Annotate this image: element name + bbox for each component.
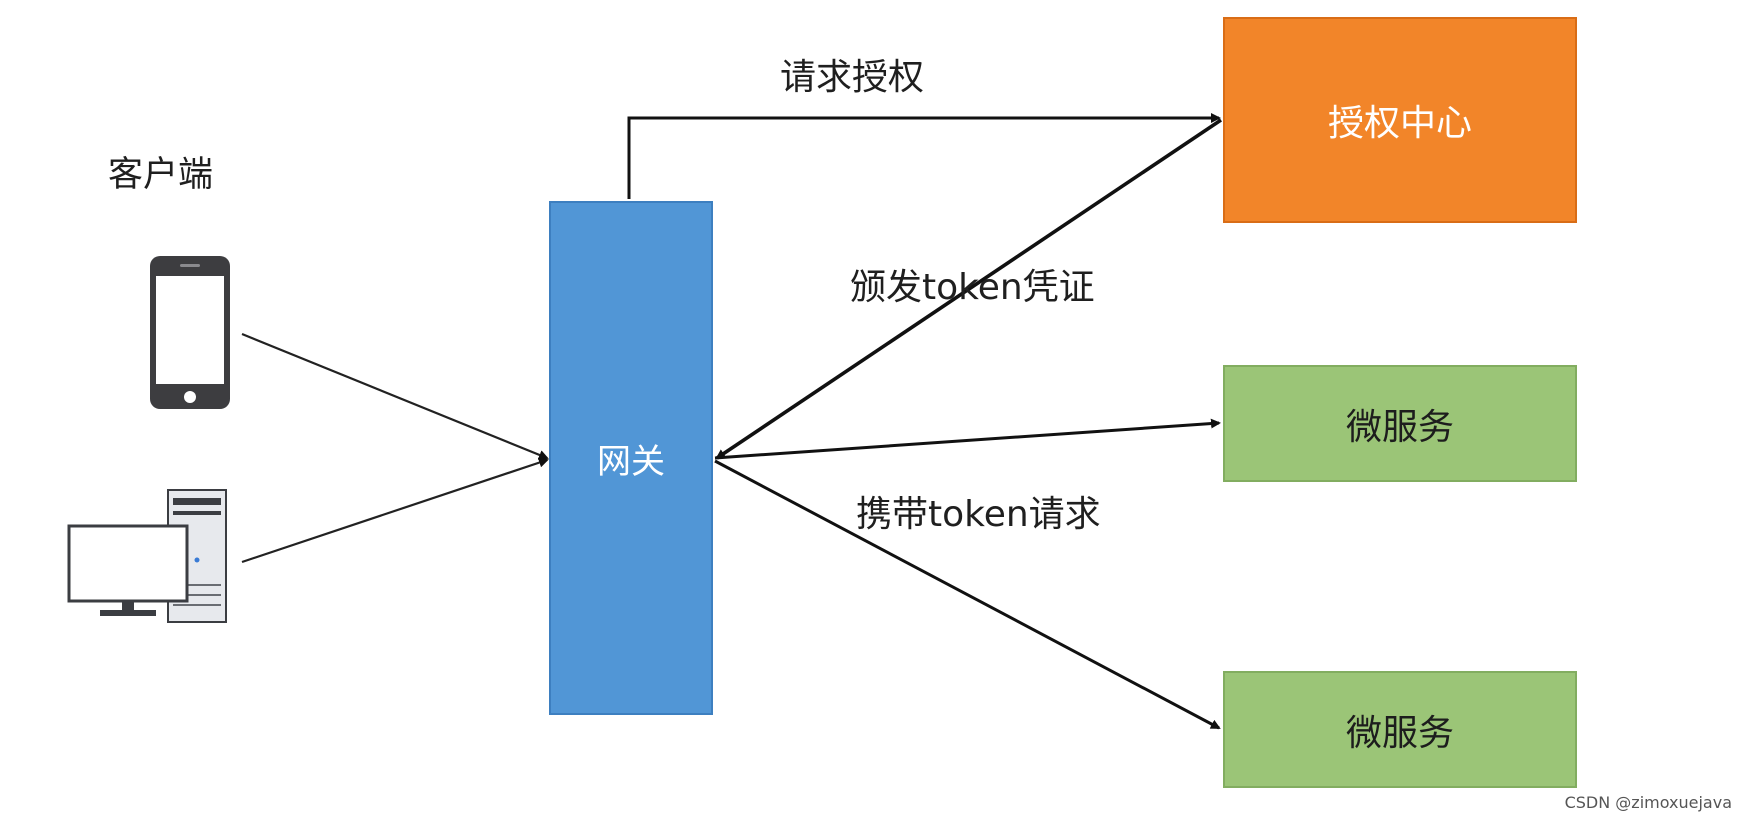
edge-label-carry-token: 携带token请求 xyxy=(856,494,1101,535)
edge-issue-token xyxy=(715,118,1223,460)
gateway-label: 网关 xyxy=(597,441,665,482)
edge-gateway-to-ms1 xyxy=(714,418,1221,460)
microservice-node-1: 微服务 xyxy=(1223,365,1577,482)
auth-center-node: 授权中心 xyxy=(1223,17,1577,223)
edge-label-request-auth: 请求授权 xyxy=(780,57,925,98)
edge-pc-to-gateway xyxy=(241,457,549,564)
client-label: 客户端 xyxy=(108,155,214,195)
microservice-label-2: 微服务 xyxy=(1345,712,1454,754)
phone-icon xyxy=(150,256,230,409)
microservice-label-1: 微服务 xyxy=(1345,406,1454,448)
edge-label-issue-token: 颁发token凭证 xyxy=(850,267,1095,308)
edge-phone-to-gateway xyxy=(241,332,549,460)
watermark: CSDN @zimoxuejava xyxy=(1564,793,1732,812)
microservice-node-2: 微服务 xyxy=(1223,671,1577,788)
edge-request-auth xyxy=(627,113,1221,199)
edge-carry-token xyxy=(714,459,1221,730)
auth-center-label: 授权中心 xyxy=(1327,103,1472,144)
desktop-computer-icon xyxy=(67,489,227,623)
gateway-node: 网关 xyxy=(549,201,713,715)
